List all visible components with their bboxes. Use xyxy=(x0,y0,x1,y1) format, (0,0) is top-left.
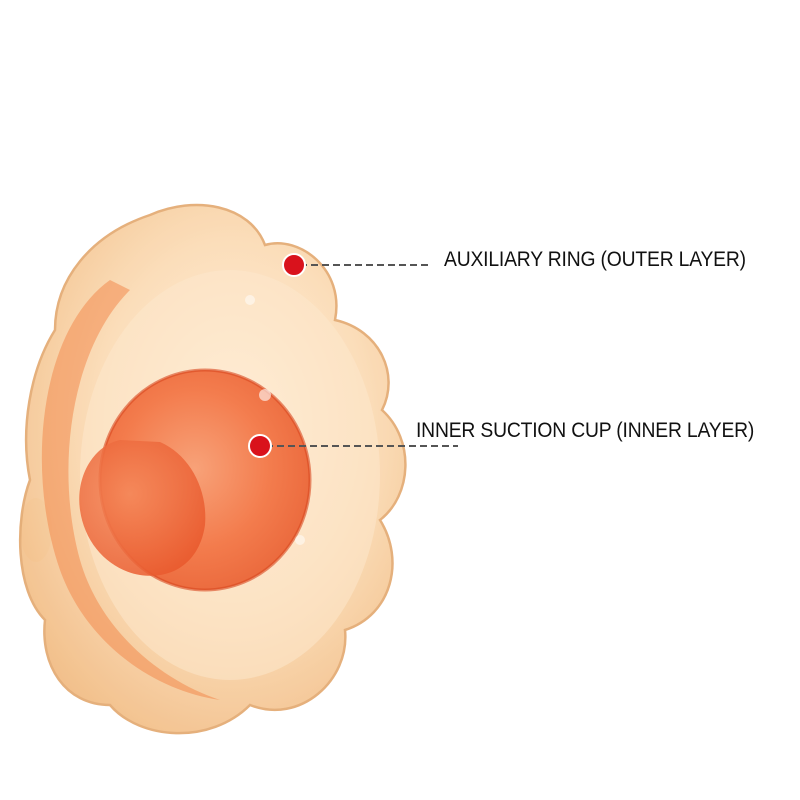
inner-layer-marker xyxy=(249,435,271,457)
outer-layer-marker xyxy=(283,254,305,276)
inner-layer-label: INNER SUCTION CUP (INNER LAYER) xyxy=(416,419,754,443)
outer-layer-label: AUXILIARY RING (OUTER LAYER) xyxy=(444,248,746,272)
